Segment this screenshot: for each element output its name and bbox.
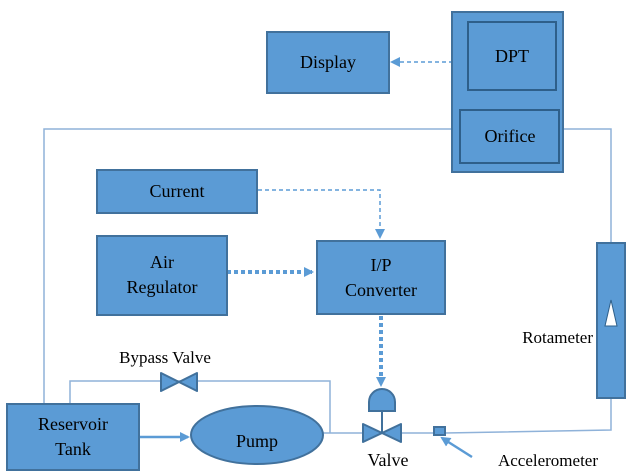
orifice-block xyxy=(459,109,560,164)
rotameter-block xyxy=(596,242,626,399)
pipe-lines xyxy=(43,128,612,434)
valve-label: Valve xyxy=(368,450,409,470)
display-block: Display xyxy=(266,31,390,94)
rotameter-outlet-pipe xyxy=(444,398,612,434)
air-regulator-label-line1: Air xyxy=(150,252,174,272)
ip-converter-block: I/P Converter xyxy=(316,240,446,315)
right-return-pipe xyxy=(563,128,612,243)
dpt-orifice-housing: DPT Orifice xyxy=(451,11,564,173)
ip-converter-label-line2: Converter xyxy=(345,280,417,300)
reservoir-label-line1: Reservoir xyxy=(38,414,108,434)
air-regulator-label-line2: Regulator xyxy=(127,277,198,297)
current-block: Current xyxy=(96,169,258,214)
accelerometer-label: Accelerometer xyxy=(498,451,598,470)
pump-label: Pump xyxy=(236,431,278,451)
orifice-label: Orifice xyxy=(485,126,536,146)
valve-body-icon xyxy=(362,423,402,443)
reservoir-label-line2: Tank xyxy=(55,439,91,459)
bypass-pipe xyxy=(69,380,331,433)
rotameter-label: Rotameter xyxy=(522,328,593,347)
dpt-block xyxy=(467,21,557,91)
current-signal-line xyxy=(258,189,385,239)
accelerometer-sensor xyxy=(433,426,446,436)
ip-converter-label-line1: I/P xyxy=(370,255,391,275)
display-label: Display xyxy=(300,52,356,72)
accelerometer-pointer-arrow xyxy=(440,436,473,459)
bypass-valve-label: Bypass Valve xyxy=(119,348,211,367)
rotameter-float-icon xyxy=(604,299,618,327)
pump-block: Pump xyxy=(190,405,324,465)
air-regulator-block: Air Regulator xyxy=(96,235,228,316)
control-valve xyxy=(362,388,402,443)
dpt-label: DPT xyxy=(495,46,529,66)
reservoir-tank-block: Reservoir Tank xyxy=(6,403,140,471)
current-label: Current xyxy=(150,181,205,201)
left-return-pipe xyxy=(43,128,452,404)
valve-actuator-icon xyxy=(368,388,396,412)
bypass-valve-icon xyxy=(160,372,198,392)
